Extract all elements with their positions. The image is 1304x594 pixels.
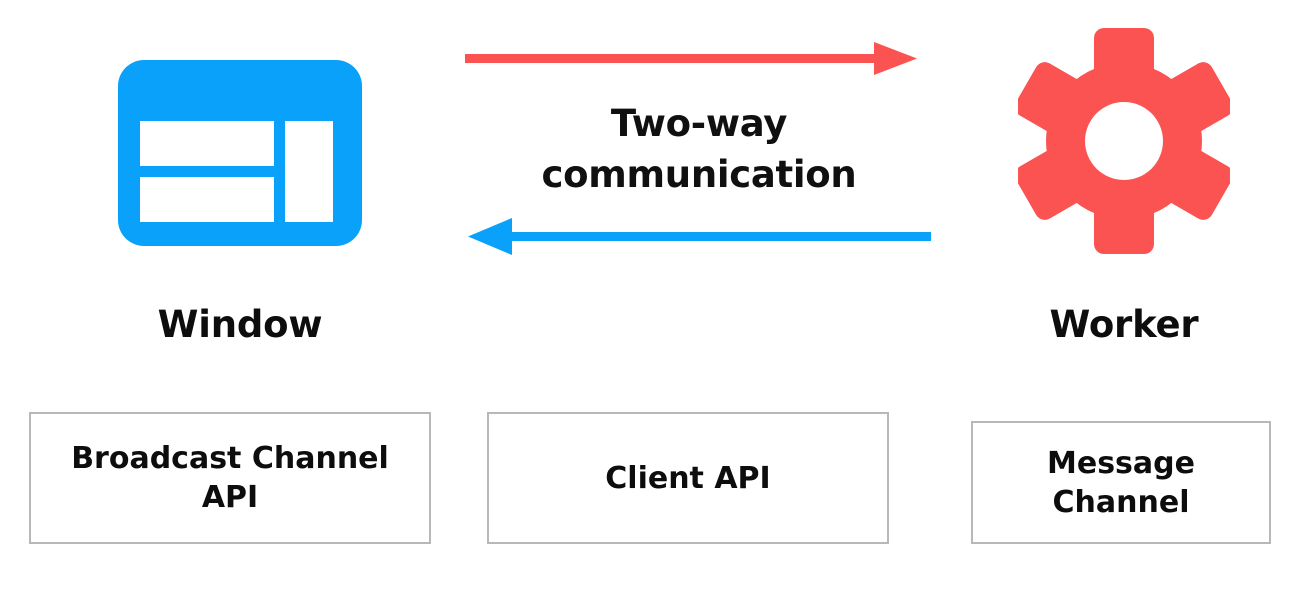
api-box-client-api: Client API <box>487 412 889 544</box>
api-box-message-channel: Message Channel <box>971 421 1271 544</box>
window-icon <box>118 60 362 246</box>
connector-label: Two-way communication <box>468 98 930 200</box>
node-caption-window: Window <box>157 303 323 346</box>
api-box-label: Message Channel <box>1047 445 1195 520</box>
gear-icon <box>1014 28 1234 254</box>
connector-label-line1: Two-way <box>610 102 788 145</box>
arrow-worker-to-window <box>462 214 934 258</box>
api-box-broadcast-channel-api: Broadcast Channel API <box>29 412 431 544</box>
api-box-label: Broadcast Channel API <box>71 441 389 515</box>
node-caption-worker: Worker <box>1049 303 1199 346</box>
connector-label-line2: communication <box>541 153 857 197</box>
api-box-label: Client API <box>605 460 771 496</box>
arrow-window-to-worker <box>462 38 922 80</box>
